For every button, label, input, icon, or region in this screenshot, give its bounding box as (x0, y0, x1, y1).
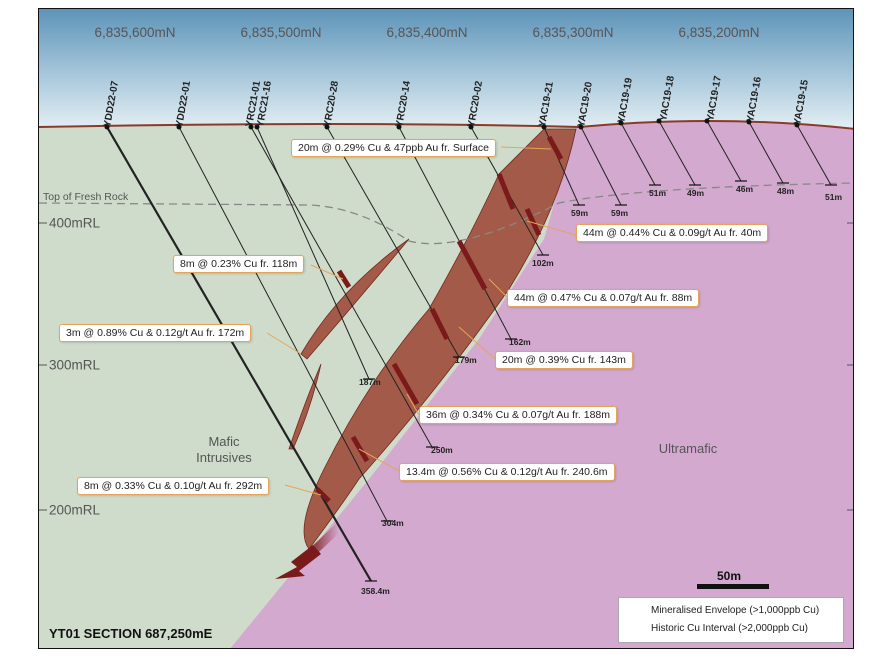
northing-label: 6,835,400mN (386, 25, 468, 40)
cross-section-figure: 6,835,600mN 6,835,500mN 6,835,400mN 6,83… (38, 8, 854, 649)
trace-yrc20-14 (398, 126, 512, 340)
rl-label: 400mRL (49, 215, 101, 231)
historic-cu-intervals (315, 135, 564, 503)
intercept-callout: 44m @ 0.44% Cu & 0.09g/t Au fr. 40m (576, 224, 769, 242)
intercept-callout: 8m @ 0.23% Cu fr. 118m (173, 255, 305, 273)
trace-yac19-18 (658, 120, 696, 186)
scale-bar (697, 584, 769, 589)
eoh-depth: 162m (509, 337, 531, 347)
northing-label: 6,835,600mN (94, 25, 176, 40)
trace-yac19-20 (580, 126, 622, 206)
mafic-line-2: Intrusives (196, 450, 252, 465)
intercept-callout: 3m @ 0.89% Cu & 0.12g/t Au fr. 172m (59, 324, 252, 342)
eoh-depth: 48m (777, 186, 795, 196)
projection-arrow-tail (303, 523, 343, 561)
mineralised-lens-lower (288, 363, 322, 450)
northing-label: 6,835,200mN (678, 25, 760, 40)
legend-item-envelope: Mineralised Envelope (>1,000ppb Cu) (651, 605, 820, 616)
northing-label: 6,835,300mN (532, 25, 614, 40)
eoh-depth: 59m (571, 208, 589, 218)
fresh-rock-label: Top of Fresh Rock (43, 191, 129, 203)
mineralised-envelope (303, 128, 577, 550)
mafic-line-1: Mafic (208, 434, 240, 449)
drillhole-traces (106, 120, 832, 582)
section-title: YT01 SECTION 687,250mE (49, 626, 213, 641)
ultramafic-area (230, 120, 853, 648)
legend-item-interval: Historic Cu Interval (>2,000ppb Cu) (651, 623, 809, 634)
lithology-label-mafic: Mafic Intrusives (179, 434, 269, 466)
northing-label: 6,835,500mN (240, 25, 322, 40)
rl-label: 300mRL (49, 357, 101, 373)
trace-ydd22-07 (106, 126, 372, 582)
mineralised-lens-upper (300, 238, 410, 360)
eoh-depth: 102m (532, 258, 554, 268)
axis-ticks (39, 222, 853, 511)
rl-label: 200mRL (49, 502, 101, 518)
eoh-depth: 51m (825, 192, 843, 202)
eoh-ticks (363, 180, 837, 582)
eoh-depth: 49m (687, 188, 705, 198)
eoh-depth: 358.4m (361, 586, 390, 596)
collars (104, 118, 800, 130)
lithology-label-ultramafic: Ultramafic (658, 441, 718, 456)
trace-yac19-19 (620, 122, 656, 186)
callout-leaders (266, 146, 577, 496)
eoh-depth: 179m (455, 355, 477, 365)
eoh-depth: 51m (649, 188, 667, 198)
intercept-callout: 13.4m @ 0.56% Cu & 0.12g/t Au fr. 240.6m (399, 463, 615, 481)
trace-yac19-15 (796, 124, 832, 186)
eoh-depth: 187m (359, 377, 381, 387)
sky (39, 9, 853, 131)
eoh-depth: 304m (382, 518, 404, 528)
scale-bar-label: 50m (717, 569, 742, 583)
eoh-depth: 59m (611, 208, 629, 218)
trace-yac19-16 (748, 121, 784, 184)
trace-yrc21-16 (256, 126, 370, 380)
trace-yac19-17 (706, 120, 742, 182)
intercept-callout: 8m @ 0.33% Cu & 0.10g/t Au fr. 292m (77, 477, 270, 495)
intercept-callout: 20m @ 0.39% Cu fr. 143m (495, 351, 633, 369)
intercept-callout: 44m @ 0.47% Cu & 0.07g/t Au fr. 88m (507, 289, 700, 307)
trace-ydd22-01 (178, 126, 388, 522)
intercept-callout: 36m @ 0.34% Cu & 0.07g/t Au fr. 188m (419, 406, 618, 424)
intercept-callout: 20m @ 0.29% Cu & 47ppb Au fr. Surface (291, 139, 497, 157)
top-of-fresh-rock-line (39, 182, 853, 245)
eoh-depth: 46m (736, 184, 754, 194)
eoh-depth: 250m (431, 445, 453, 455)
legend: Mineralised Envelope (>1,000ppb Cu) Hist… (618, 597, 844, 643)
